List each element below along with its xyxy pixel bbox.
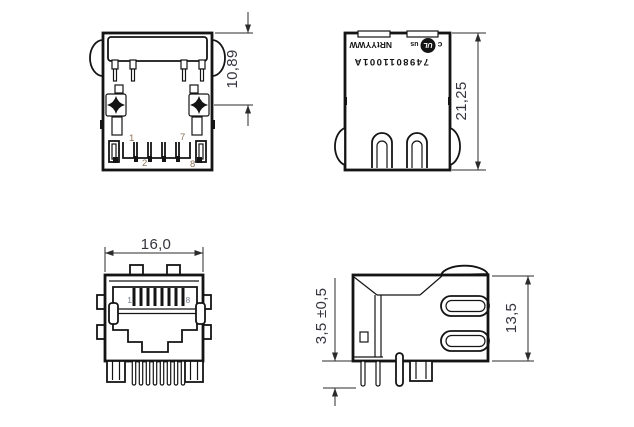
top-view: 1 7 2 8 10,89 <box>89 12 253 172</box>
leg-pin <box>180 360 186 386</box>
ul-mark-suffix: us <box>410 40 418 47</box>
side-view-drawing <box>351 264 490 387</box>
front-view: 16,0 1 8 <box>96 236 212 386</box>
terminal-comb <box>108 140 207 163</box>
contact-number-8: 8 <box>186 295 191 305</box>
top-view-drawing: 1 7 2 8 <box>89 31 226 172</box>
side-nub-left <box>344 97 347 105</box>
through-hole-pin <box>360 360 366 387</box>
side-nub-left <box>100 120 104 129</box>
bottom-ear-left <box>334 126 346 167</box>
pin-tip <box>112 68 118 82</box>
solder-post-left <box>105 93 127 117</box>
dimension-13-5: 13,5 <box>492 275 534 362</box>
dimension-3-5: 3,5 ±0,5 <box>313 278 356 406</box>
ul-logo-text: UL <box>423 41 432 48</box>
leg-pin <box>138 360 144 386</box>
locating-peg <box>395 352 404 387</box>
dimension-16-0: 16,0 <box>104 236 204 272</box>
pin-tip <box>130 68 136 82</box>
side-view: 3,5 ±0,5 13,5 <box>313 264 534 406</box>
body-outline <box>101 31 214 172</box>
side-nub-right <box>448 97 451 105</box>
pin <box>129 59 137 70</box>
dim-text-3-5: 3,5 ±0,5 <box>313 288 330 345</box>
contact-number-1: 1 <box>127 295 132 305</box>
ear-slot-upper <box>440 295 490 317</box>
pin-number-2: 2 <box>142 158 147 169</box>
star-mark-icon <box>190 96 208 114</box>
bottom-view-drawing: c UL us NRtYYWW 7498011001A <box>334 30 461 172</box>
pin <box>198 59 206 70</box>
leg-pin <box>131 360 137 386</box>
latch-window-right <box>195 302 206 325</box>
right-ear <box>211 39 226 77</box>
body-outline <box>343 31 452 172</box>
part-number: 7498011001A <box>353 56 429 67</box>
left-ear <box>89 39 104 77</box>
contact-spring-right <box>406 132 428 168</box>
jack-cavity <box>112 286 198 353</box>
leg-pin <box>173 360 179 386</box>
bottom-view: c UL us NRtYYWW 7498011001A 21,25 <box>334 30 486 172</box>
bottom-ear-right <box>449 126 461 167</box>
top-notch-left <box>357 30 391 38</box>
leg-pin <box>145 360 151 386</box>
chamfer-edge <box>353 276 378 296</box>
contact-spring-left <box>371 132 393 168</box>
side-window <box>359 331 369 343</box>
bottom-pins <box>360 352 433 387</box>
chamfer-edge <box>419 275 443 296</box>
jack-contacts <box>132 288 185 306</box>
front-shield-band <box>107 36 208 62</box>
dimension-10-89: 10,89 <box>214 12 253 126</box>
dim-text-10-89: 10,89 <box>224 49 241 88</box>
dimension-21-25: 21,25 <box>452 32 486 171</box>
date-code: NRtYYWW <box>349 40 392 50</box>
pin-tip <box>199 68 205 82</box>
slot-right <box>191 116 203 136</box>
leg-pin <box>159 360 165 386</box>
pin-number-1: 1 <box>129 133 134 144</box>
star-mark-icon <box>107 96 125 114</box>
body-outline <box>351 273 490 363</box>
pin-number-7: 7 <box>180 132 185 143</box>
dim-text-13-5: 13,5 <box>503 303 520 333</box>
pin-number-8: 8 <box>190 159 195 170</box>
dim-text-21-25: 21,25 <box>453 81 470 120</box>
product-marking: c UL us NRtYYWW 7498011001A <box>349 38 442 67</box>
top-dome <box>439 264 490 276</box>
leg-pin <box>166 360 172 386</box>
post-window-left <box>114 84 124 94</box>
ul-logo-icon <box>420 38 436 53</box>
post-window-right <box>189 84 199 94</box>
through-hole-pin <box>375 360 381 387</box>
slot-left <box>111 116 123 136</box>
mounting-block <box>409 360 433 382</box>
top-notch-right <box>406 30 439 38</box>
latch-window-left <box>108 302 119 325</box>
ear-slot-lower <box>440 330 490 352</box>
dim-text-16-0: 16,0 <box>141 236 171 253</box>
side-nub-right <box>211 120 215 129</box>
contact-pins <box>111 59 206 82</box>
ul-mark-prefix: c <box>437 40 442 50</box>
pin-tip <box>181 68 187 82</box>
pin <box>111 59 119 70</box>
pin <box>180 59 188 70</box>
bottom-legs <box>106 360 204 386</box>
solder-post-right <box>188 93 210 117</box>
front-view-drawing: 1 8 <box>96 264 212 386</box>
leg-pin <box>152 360 158 386</box>
